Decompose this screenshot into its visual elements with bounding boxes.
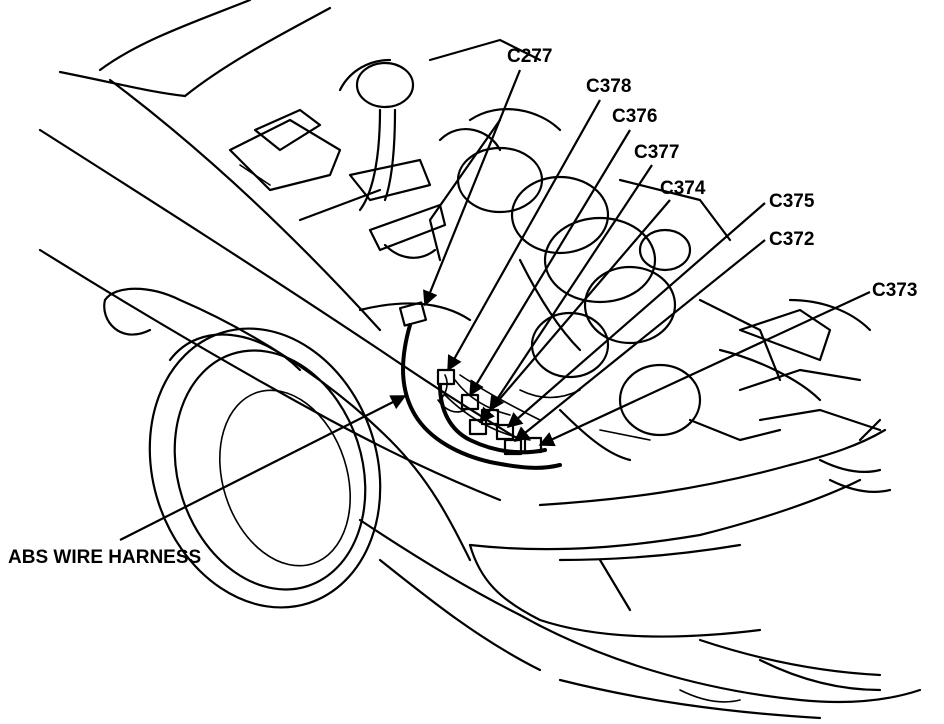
callout-labels: C277 C378 C376 C377 C374 C375 C372 C373 … (8, 46, 917, 568)
label-c375: C375 (769, 191, 815, 212)
label-c373: C373 (872, 280, 917, 301)
engine-compartment (228, 38, 882, 462)
car-body (38, 0, 922, 720)
label-c377: C377 (634, 142, 679, 163)
label-c376: C376 (612, 106, 657, 127)
label-c372: C372 (769, 229, 814, 250)
connector-c372 (503, 438, 523, 456)
connector-c374 (468, 418, 488, 436)
connector-c378 (436, 368, 456, 386)
connector-c277 (398, 301, 428, 327)
label-abs-wire-harness: ABS WIRE HARNESS (8, 547, 201, 568)
label-c374: C374 (660, 178, 706, 199)
front-wheel (148, 327, 382, 609)
label-c378: C378 (586, 76, 631, 97)
label-c277: C277 (507, 46, 552, 67)
leader-lines (119, 69, 871, 541)
abs-wire-harness (398, 301, 562, 470)
